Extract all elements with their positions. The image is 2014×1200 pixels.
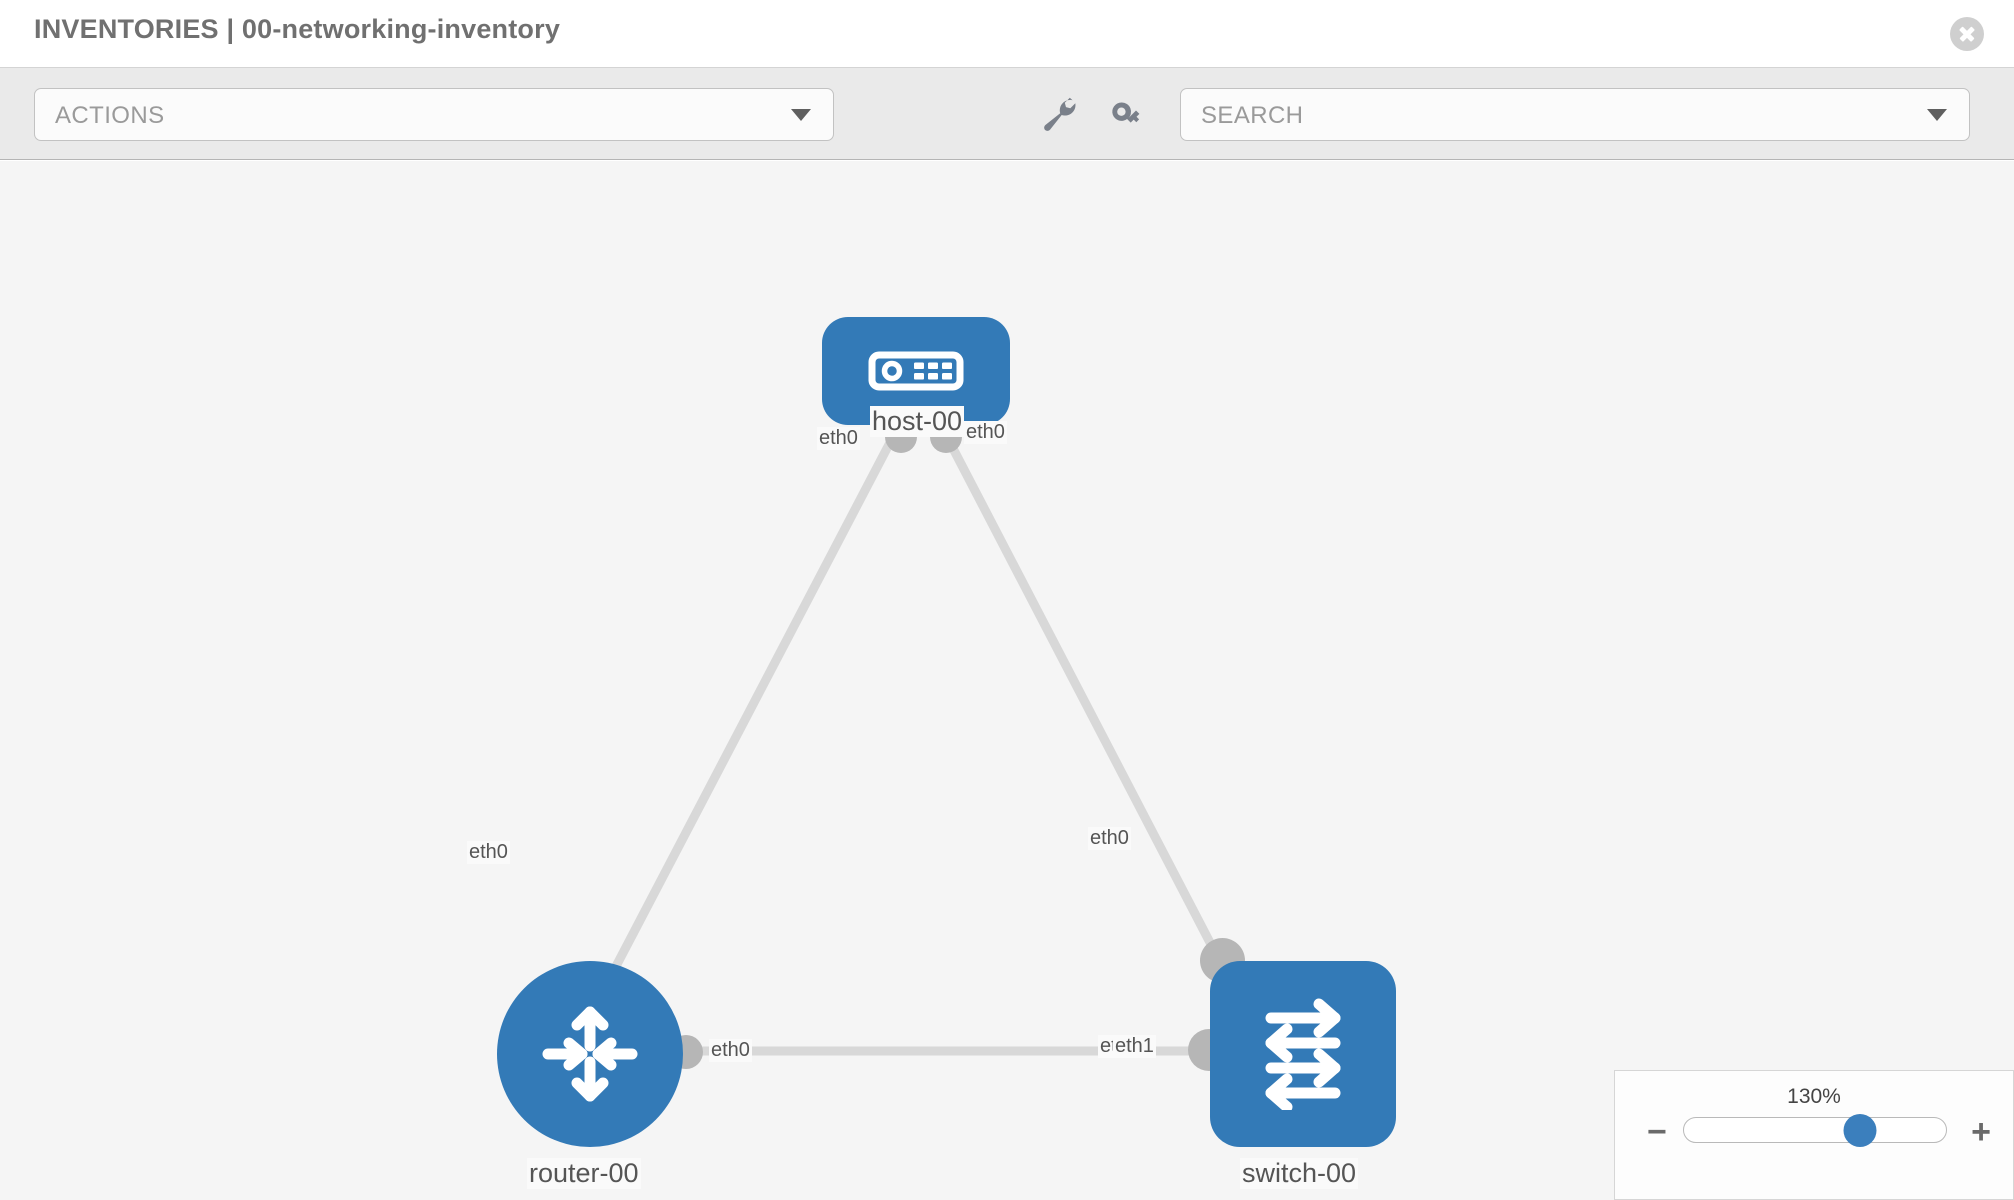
search-placeholder: SEARCH (1201, 102, 1304, 129)
iface-label-switch-left-b: eth1 (1113, 1035, 1156, 1058)
iface-label-switch-up: eth0 (1088, 827, 1131, 850)
actions-dropdown-label: ACTIONS (55, 102, 165, 129)
iface-label-router-right: eth0 (709, 1039, 752, 1062)
link-host-router (586, 430, 899, 1019)
chevron-down-icon (791, 108, 811, 121)
window-header: INVENTORIES | 00-networking-inventory (0, 0, 2014, 68)
wrench-icon[interactable] (1039, 96, 1081, 134)
search-input[interactable]: SEARCH (1180, 88, 1970, 141)
link-host-switch (941, 430, 1234, 984)
topology-canvas[interactable]: eth0 eth0 host-00 eth0 eth0 (0, 161, 2014, 1200)
actions-dropdown[interactable]: ACTIONS (34, 88, 834, 141)
node-switch-00-shape[interactable] (1210, 961, 1396, 1147)
node-router-00-shape[interactable] (497, 961, 683, 1147)
switch-arrows-icon (1265, 998, 1341, 1110)
close-icon[interactable] (1950, 17, 1984, 51)
zoom-slider[interactable] (1683, 1114, 1947, 1147)
node-label-switch-00: switch-00 (1240, 1158, 1359, 1189)
node-label-router-00: router-00 (527, 1158, 641, 1189)
iface-label-host-right: eth0 (964, 421, 1007, 444)
iface-label-host-left: eth0 (817, 427, 860, 450)
zoom-slider-handle[interactable] (1843, 1114, 1877, 1147)
server-icon (868, 351, 964, 391)
node-label-host-00: host-00 (870, 406, 965, 437)
chevron-down-icon (1927, 108, 1947, 121)
key-icon[interactable] (1107, 96, 1149, 134)
toolbar: ACTIONS SEARCH (0, 68, 2014, 160)
zoom-level-value: 130% (1787, 1085, 1841, 1108)
iface-label-router-up: eth0 (467, 841, 510, 864)
zoom-out-button[interactable]: − (1647, 1113, 1667, 1151)
page-title: INVENTORIES | 00-networking-inventory (34, 14, 561, 44)
topology-links (586, 430, 1234, 1056)
router-arrows-icon (542, 1006, 638, 1102)
zoom-control-panel: 130% − + (1614, 1070, 2014, 1200)
zoom-in-button[interactable]: + (1971, 1113, 1991, 1151)
